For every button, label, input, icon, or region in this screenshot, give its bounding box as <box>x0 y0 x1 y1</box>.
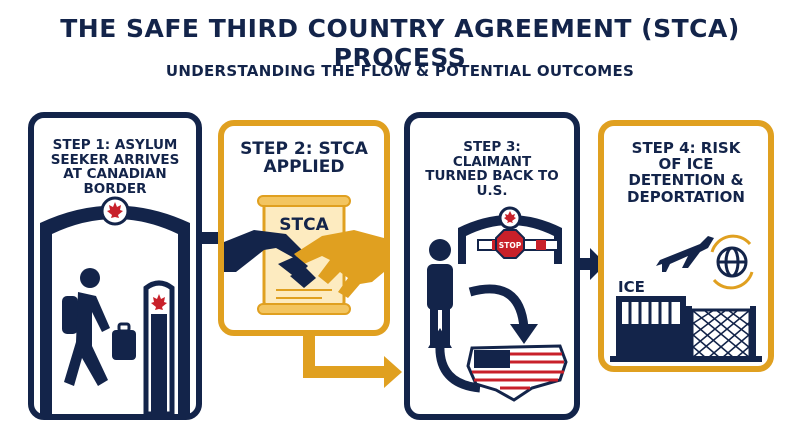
turned-back-illustration: STOP <box>427 206 568 402</box>
ice-building-label: ICE <box>618 278 645 296</box>
detention-building: ICE <box>610 278 762 362</box>
step-3-card: STEP 3: CLAIMANT TURNED BACK TO U.S. STO… <box>404 112 580 420</box>
step-4-card: STEP 4: RISK OF ICE DETENTION & DEPORTAT… <box>598 120 774 372</box>
airplane-icon <box>656 236 714 272</box>
step-4-title: STEP 4: RISK OF ICE DETENTION & DEPORTAT… <box>627 139 745 206</box>
stop-sign-label: STOP <box>499 241 522 250</box>
asylum-seeker-figure <box>62 268 136 386</box>
stop-sign-icon <box>495 229 525 259</box>
step-1-title: STEP 1: ASYLUM SEEKER ARRIVES AT CANADIA… <box>50 137 180 197</box>
border-crossing-illustration <box>40 196 190 414</box>
page-title: THE SAFE THIRD COUNTRY AGREEMENT (STCA) … <box>60 14 740 72</box>
step-2-card: STEP 2: STCA APPLIED STCA <box>218 120 390 336</box>
post-maple-leaf-icon <box>151 294 167 310</box>
return-arrow-icon <box>468 284 529 329</box>
step-3-title: STEP 3: CLAIMANT TURNED BACK TO U.S. <box>425 139 559 199</box>
page-subtitle: UNDERSTANDING THE FLOW & POTENTIAL OUTCO… <box>165 62 635 80</box>
us-map-flag-icon <box>466 344 568 402</box>
detention-illustration: ICE <box>610 234 762 362</box>
step-2-title: STEP 2: STCA APPLIED <box>240 139 368 178</box>
claimant-figure <box>427 239 453 348</box>
stca-document-label: STCA <box>279 215 329 235</box>
handshake-icon <box>224 230 384 298</box>
step-1-card: STEP 1: ASYLUM SEEKER ARRIVES AT CANADIA… <box>28 112 202 420</box>
stca-document-illustration: STCA <box>224 195 384 315</box>
arrow-step2-to-step3 <box>303 332 402 388</box>
globe-icon <box>710 234 754 290</box>
